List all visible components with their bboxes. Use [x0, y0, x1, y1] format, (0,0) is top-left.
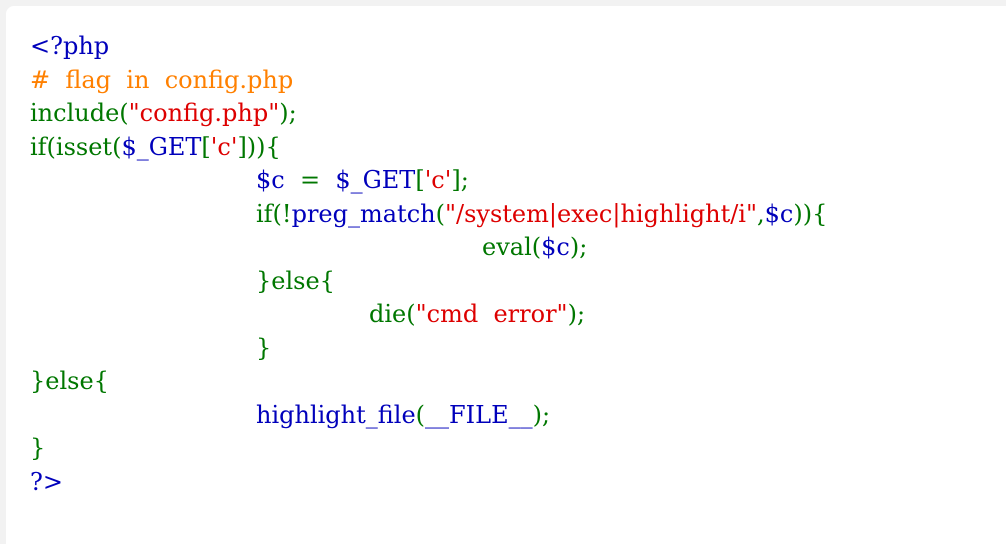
code-token-keyword: ( [435, 199, 445, 228]
code-line: include("config.php"); [30, 97, 827, 131]
source-code-block: <?php # flag in config.php include("config… [30, 30, 827, 499]
code-line: # flag in config.php [30, 64, 827, 98]
code-token-keyword: )){ [793, 199, 828, 228]
code-token-keyword: ( [415, 400, 426, 429]
code-line: }else{ [30, 265, 827, 299]
code-token-keyword: ); [532, 400, 551, 429]
code-line: if(isset($_GET['c'])){ [30, 131, 827, 165]
code-token-keyword: , [757, 199, 765, 228]
code-token-string: 'c' [424, 166, 452, 194]
code-line: } [30, 332, 827, 366]
code-token-default: $_GET [335, 166, 416, 194]
code-token-string: 'c' [210, 132, 238, 161]
code-token-default: $c [541, 233, 570, 261]
code-token-default: ?> [30, 467, 63, 496]
code-token-keyword: eval( [482, 233, 542, 261]
code-token-default: <?php [30, 32, 110, 60]
code-token-default: $_GET [121, 132, 202, 161]
code-token-default: $c [256, 166, 285, 194]
code-token-keyword: }else{ [256, 266, 335, 295]
code-token-string: "/system|exec|highlight/i" [444, 199, 758, 228]
code-token-keyword: ); [567, 300, 586, 328]
code-token-keyword: ); [569, 233, 588, 261]
code-token-default: __FILE__ [425, 400, 533, 429]
code-token-keyword: ]; [451, 166, 469, 194]
code-token-keyword: = [284, 166, 336, 194]
code-line: }else{ [30, 365, 827, 399]
code-line: } [30, 432, 827, 466]
code-token-keyword: } [30, 434, 46, 462]
code-panel: <?php # flag in config.php include("config… [6, 6, 1006, 544]
code-token-default: $c [764, 199, 794, 228]
code-token-default: preg_match [291, 199, 436, 228]
code-line: if(!preg_match("/system|exec|highlight/i… [30, 198, 827, 232]
code-line: highlight_file(__FILE__); [30, 399, 827, 433]
code-line: <?php [30, 30, 827, 64]
code-line: die("cmd error"); [30, 298, 827, 332]
code-token-keyword: ])){ [237, 132, 281, 161]
code-token-keyword: if(! [256, 199, 292, 228]
code-token-keyword: ); [279, 99, 297, 127]
code-token-keyword: include( [30, 99, 129, 127]
code-token-keyword: } [256, 333, 272, 362]
code-token-keyword: if(isset( [30, 132, 122, 161]
code-line: $c = $_GET['c']; [30, 164, 827, 198]
code-token-keyword: [ [201, 132, 211, 161]
code-token-string: "cmd error" [415, 300, 568, 328]
code-line: eval($c); [30, 231, 827, 265]
code-token-keyword: }else{ [30, 367, 109, 395]
code-token-default: highlight_file [256, 400, 416, 429]
code-token-keyword: [ [415, 166, 425, 194]
code-token-comment: # flag in config.php [30, 65, 294, 94]
code-token-string: "config.php" [128, 99, 280, 127]
code-token-keyword: die( [369, 300, 416, 328]
code-line: ?> [30, 466, 827, 500]
